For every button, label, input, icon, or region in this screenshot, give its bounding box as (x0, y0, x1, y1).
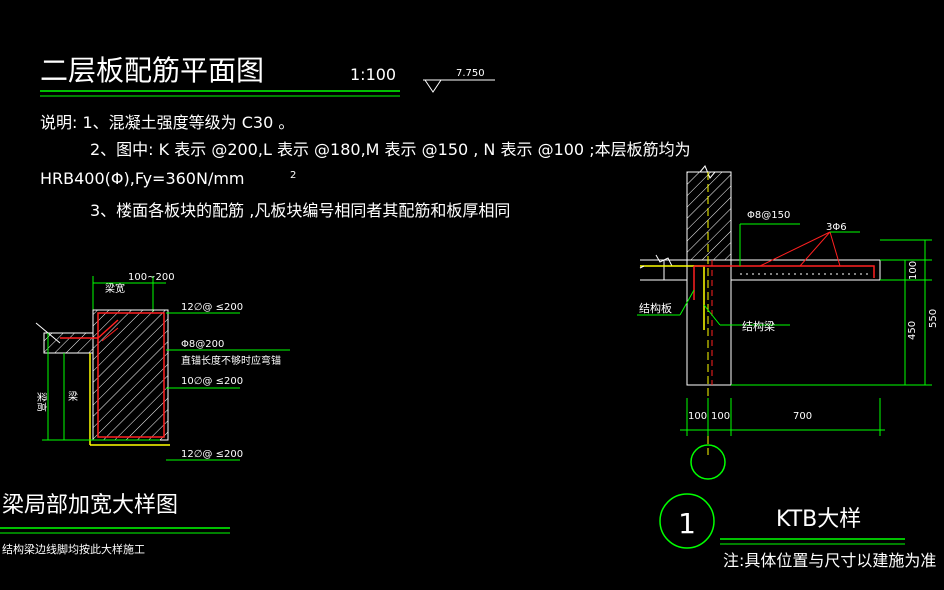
elevation-value: 7.750 (456, 68, 485, 79)
beam-width-label: 梁宽 (105, 282, 125, 295)
ktb-dim-550: 550 (928, 309, 939, 328)
note-line-4: 3、楼面各板块的配筋 ,凡板块编号相同者其配筋和板厚相同 (90, 201, 510, 220)
ktb-label-slab: 结构板 (639, 301, 672, 315)
note-line-3: HRB400(Φ),Fy=360N/mm (40, 169, 245, 188)
ktb-dim-100-a: 100 (688, 411, 707, 422)
ktb-dim-100-b: 100 (711, 411, 730, 422)
beam-side-label: 梁 (68, 390, 78, 403)
ktb-dim-700: 700 (793, 411, 812, 422)
ktb-rebar-main: 3Φ6 (826, 222, 847, 233)
ktb-label-beam: 结构梁 (742, 319, 775, 333)
detail-bubble (659, 493, 715, 549)
beam-detail: 梁宽 100~200 (35, 272, 290, 461)
ktb-detail (637, 165, 932, 480)
elevation-symbol (423, 79, 495, 93)
note-line-1: 说明: 1、混凝土强度等级为 C30 。 (40, 113, 294, 132)
beam-dim-top: 100~200 (128, 272, 175, 283)
ktb-detail-note: 注:具体位置与尺寸以建施为准 (723, 551, 936, 570)
rebar-label-10: 10∅@ ≤200 (181, 376, 243, 387)
rebar-label-phi8: Φ8@200 (181, 339, 224, 350)
beam-detail-subtitle: 结构梁边线脚均按此大样施工 (2, 542, 145, 556)
rebar-label-12-bottom: 12∅@ ≤200 (181, 449, 243, 460)
ktb-dim-450: 450 (907, 321, 918, 340)
detail-bubble-number: 1 (678, 507, 696, 540)
rebar-anchor-note: 直锚长度不够时应弯锚 (181, 354, 281, 367)
ktb-dim-100-right: 100 (908, 261, 919, 280)
beam-depth-label: 梁高 (35, 392, 48, 412)
ktb-detail-title: KTB大样 (776, 507, 861, 532)
rebar-label-12-top: 12∅@ ≤200 (181, 302, 243, 313)
note-line-3-superscript: 2 (290, 170, 296, 181)
beam-detail-title: 梁局部加宽大样图 (2, 493, 178, 518)
ktb-rebar-top: Φ8@150 (747, 210, 790, 221)
drawing-scale: 1:100 (350, 65, 396, 84)
drawing-title: 二层板配筋平面图 (40, 54, 264, 87)
note-line-2: 2、图中: K 表示 @200,L 表示 @180,M 表示 @150 , N … (90, 140, 691, 159)
